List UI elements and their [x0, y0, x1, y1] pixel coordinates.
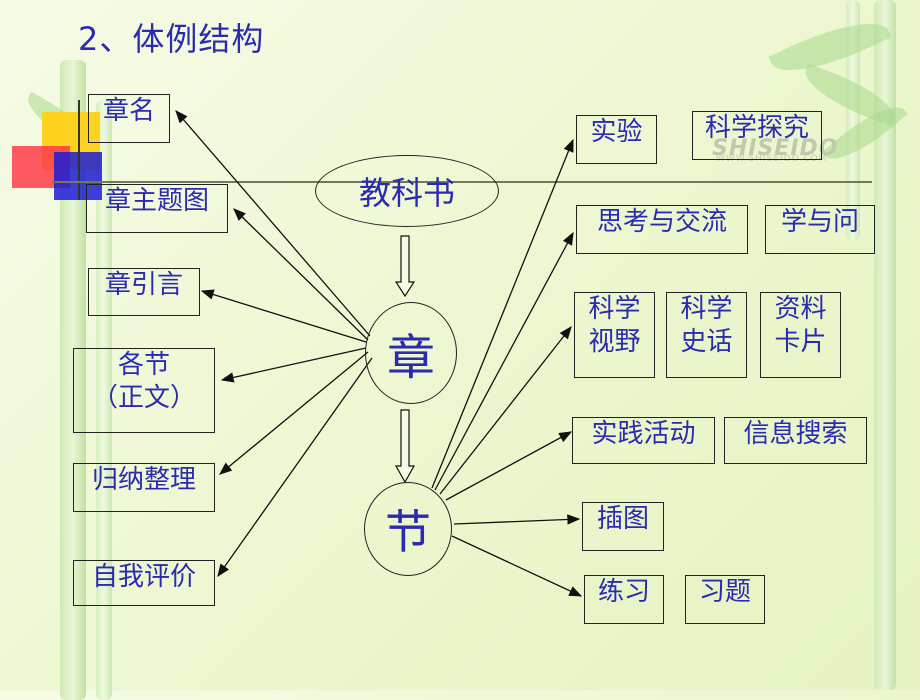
box-exercise: 练习 [584, 575, 664, 624]
node-chapter: 章 [365, 302, 457, 404]
node-chapter-label: 章 [386, 330, 435, 386]
box-label: 自我评价 [91, 562, 196, 592]
arrow-chapter-to-chapter-name [175, 110, 371, 337]
box-info-search: 信息搜索 [724, 417, 867, 464]
box-label: 归纳整理 [91, 465, 196, 495]
box-label: 学与问 [780, 207, 859, 237]
bamboo-stalk-right-2 [846, 0, 860, 240]
box-chapter-intro: 章引言 [88, 268, 200, 316]
box-sections-main-text: 各节 （正文） [73, 348, 215, 433]
box-chapter-name: 章名 [88, 94, 170, 143]
arrow-chapter-to-summary [218, 351, 369, 475]
box-practice-activity: 实践活动 [572, 417, 715, 464]
box-label: 卡片 [774, 326, 827, 357]
node-section-label: 节 [385, 505, 431, 559]
decor-vertical-line [78, 100, 80, 200]
box-label: 科学 [680, 294, 733, 324]
box-experiment: 实验 [576, 115, 657, 164]
arrow-section-to-experiment [431, 138, 574, 489]
bamboo-stalk-left-2 [96, 100, 112, 700]
box-label: 思考与交流 [596, 207, 727, 237]
watermark-logo: SHISEIDO [712, 136, 839, 161]
node-section: 节 [364, 482, 452, 576]
arrow-chapter-to-main-text [220, 347, 367, 383]
arrow-textbook-to-chapter [394, 235, 416, 298]
box-info-card: 资料 卡片 [760, 292, 841, 378]
box-label: 章引言 [104, 270, 183, 300]
box-summary: 归纳整理 [73, 463, 215, 512]
box-label: 视野 [588, 326, 641, 357]
box-label: 章主题图 [104, 186, 209, 216]
box-think-and-discuss: 思考与交流 [576, 205, 748, 254]
box-label: 科学探究 [704, 113, 809, 143]
arrow-chapter-to-self-eval [217, 357, 373, 578]
arrow-section-to-illustration [453, 514, 581, 525]
arrow-section-to-science-vision [439, 325, 572, 495]
box-science-vision: 科学 视野 [574, 292, 655, 378]
arrow-chapter-to-intro [200, 289, 367, 343]
node-textbook-label: 教科书 [358, 174, 455, 212]
box-label: 各节 [117, 350, 170, 380]
bamboo-stalk-right [874, 0, 896, 690]
box-label: 信息搜索 [743, 419, 848, 449]
box-label: 习题 [698, 577, 751, 607]
box-label: 章名 [102, 96, 155, 126]
arrow-chapter-to-section [394, 409, 416, 484]
arrow-section-to-think [434, 231, 574, 491]
box-label: 实践活动 [591, 419, 696, 449]
arrow-section-to-exercise [451, 535, 583, 597]
box-label: 科学 [588, 294, 641, 324]
box-label: 练习 [597, 577, 650, 607]
box-label: 资料 [774, 294, 827, 324]
box-scientific-inquiry: 科学探究 [692, 111, 822, 160]
box-label: （正文） [91, 382, 196, 413]
box-problems: 习题 [685, 575, 765, 624]
box-self-evaluation: 自我评价 [73, 560, 215, 606]
box-science-history: 科学 史话 [666, 292, 747, 378]
box-learn-and-ask: 学与问 [765, 205, 875, 254]
box-illustration: 插图 [582, 502, 664, 551]
page-title: 2、体例结构 [78, 20, 265, 58]
node-textbook: 教科书 [315, 155, 499, 227]
arrow-section-to-practice [445, 431, 573, 501]
arrow-chapter-to-theme-image [233, 208, 369, 341]
box-label: 实验 [590, 117, 643, 147]
box-chapter-theme-image: 章主题图 [86, 184, 228, 233]
box-label: 史话 [680, 326, 733, 357]
box-label: 插图 [596, 504, 649, 534]
